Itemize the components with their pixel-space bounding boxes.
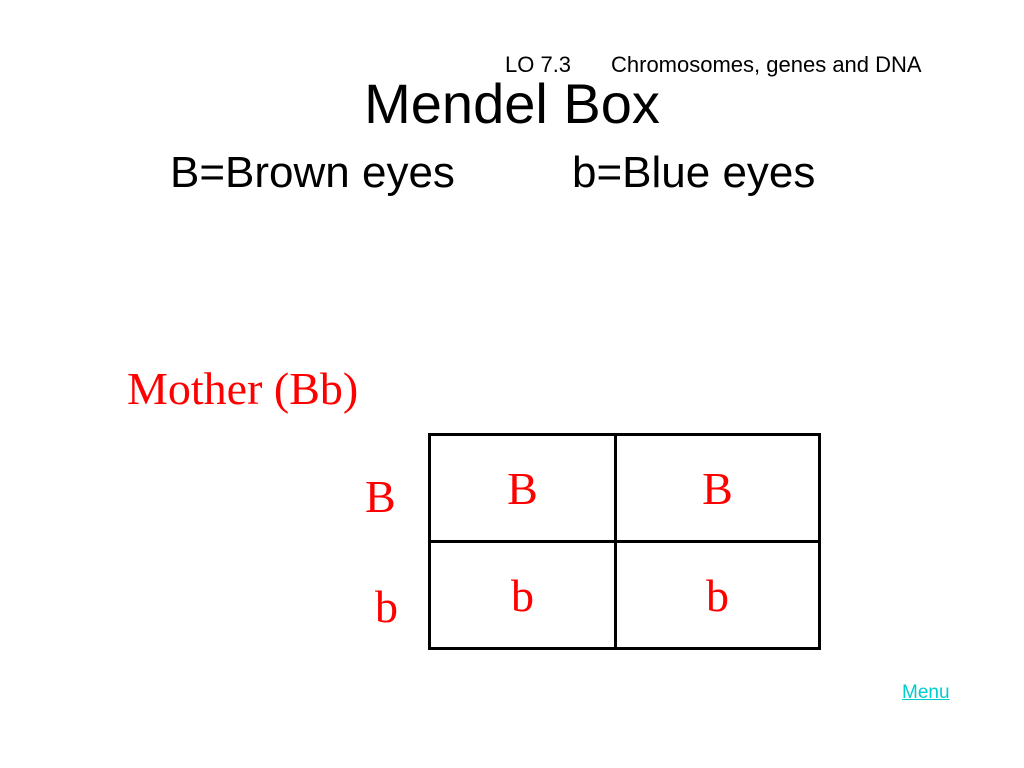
punnett-cell: B — [614, 433, 821, 543]
menu-link[interactable]: Menu — [902, 682, 950, 703]
punnett-row: b b — [428, 540, 821, 650]
subtitle-brown-eyes: B=Brown eyes — [170, 148, 455, 197]
mother-label: Mother (Bb) — [127, 363, 359, 414]
row-header-0: B — [365, 471, 396, 522]
punnett-row: B B — [428, 433, 821, 543]
punnett-square: B B b b — [428, 433, 821, 650]
lo-label: LO 7.3 — [505, 52, 572, 77]
punnett-cell: b — [428, 540, 617, 650]
row-header-1: b — [375, 581, 398, 632]
punnett-cell: B — [428, 433, 617, 543]
punnett-cell: b — [614, 540, 821, 650]
lo-topic: Chromosomes, genes and DNA — [611, 52, 922, 77]
slide-title: Mendel Box — [364, 72, 660, 135]
subtitle-blue-eyes: b=Blue eyes — [572, 148, 816, 197]
